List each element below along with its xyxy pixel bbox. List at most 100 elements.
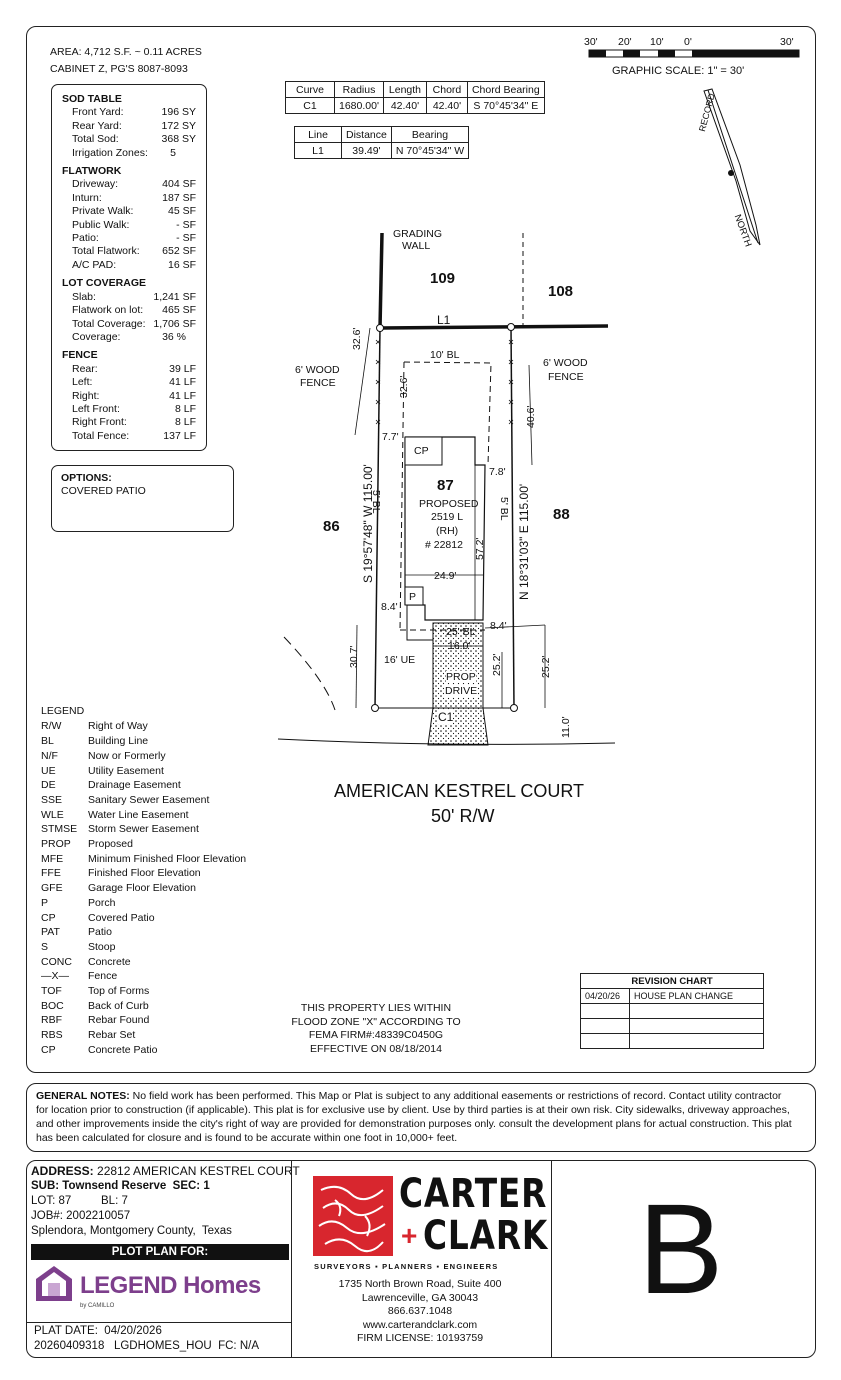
company-contact: 1735 North Brown Road, Suite 400 Lawrenc… <box>300 1278 540 1346</box>
sod-section-title: SOD TABLE <box>62 93 122 105</box>
sod-row-label: Total Fence: <box>72 429 130 442</box>
dim-57-2: 57.2' <box>474 537 486 560</box>
bl-5-right-label: 5' BL <box>498 497 510 521</box>
sod-row-value: - SF <box>176 218 196 231</box>
legend-abbrev: FFE <box>41 867 61 880</box>
revision-desc: HOUSE PLAN CHANGE <box>629 988 764 1004</box>
general-notes-label: GENERAL NOTES: <box>36 1090 130 1102</box>
sod-row-value: 196 SY <box>161 106 196 119</box>
sod-row-label: Slab: <box>72 290 96 303</box>
legend-abbrev: TOF <box>41 985 62 998</box>
sod-section-title: FLATWORK <box>62 165 122 178</box>
lot-108-label: 108 <box>548 283 574 300</box>
address-value: 22812 AMERICAN KESTREL COURT <box>97 1164 300 1178</box>
legend-abbrev: WLE <box>41 808 64 821</box>
sod-row-value: 1,706 SF <box>153 317 196 330</box>
curve-cell: 42.40' <box>382 97 427 114</box>
legend-abbrev: RBF <box>41 1014 62 1027</box>
sod-row-value: 41 LF <box>169 389 196 402</box>
sod-row-value: 8 LF <box>174 402 196 415</box>
l1-label: L1 <box>437 313 451 327</box>
sod-row-value: 16 SF <box>167 258 196 271</box>
address-line: ADDRESS: 22812 AMERICAN KESTREL COURT <box>31 1164 300 1178</box>
sod-row-value: - SF <box>176 232 196 245</box>
scale-label: GRAPHIC SCALE: 1" = 30' <box>612 65 745 77</box>
sod-row-label: Total Coverage: <box>72 317 146 330</box>
legend-abbrev: BL <box>41 735 54 748</box>
options-box: OPTIONS: COVERED PATIO <box>51 465 234 532</box>
legend-desc: Concrete <box>88 955 131 968</box>
proposed-label-1: PROPOSED <box>419 498 479 510</box>
fence-left-label-2: FENCE <box>300 377 336 389</box>
sod-row: Flatwork on lot:465 SF <box>62 304 196 317</box>
sod-row: Right: 41 LF <box>62 390 196 403</box>
dim-25-2-b: 25.2' <box>540 655 552 678</box>
sod-row-value: 172 SY <box>161 119 196 132</box>
subdivision: SUB: Townsend Reserve SEC: 1 <box>31 1180 210 1192</box>
legend-abbrev: MFE <box>41 852 64 865</box>
sod-row-value: 1,241 SF <box>153 290 196 303</box>
graphic-scale: 30' 20' 10' 0' 30' GRAPHIC SCALE: 1" = 3… <box>584 36 803 77</box>
sod-row-value: 5 <box>170 146 176 159</box>
legend-desc: Minimum Finished Floor Elevation <box>88 852 247 865</box>
company-address-2: Lawrenceville, GA 30043 <box>361 1291 479 1304</box>
curve-header: Curve <box>285 81 335 98</box>
title-divider-h <box>27 1322 291 1323</box>
curve-cell: C1 <box>285 97 335 114</box>
legend-desc: Now or Formerly <box>88 749 166 762</box>
dim-8-4-a: 8.4' <box>381 601 398 613</box>
sod-row-label: Coverage: <box>72 330 121 343</box>
revision-date <box>580 1003 630 1019</box>
options-item: COVERED PATIO <box>61 485 146 498</box>
legend-abbrev: BOC <box>41 999 64 1012</box>
proposed-label-4: # 22812 <box>425 539 463 551</box>
scale-tick-label: 10' <box>650 36 664 48</box>
sod-row: Total Sod:368 SY <box>62 133 196 146</box>
sod-row-value: 137 LF <box>163 429 196 442</box>
revision-date <box>580 1018 630 1034</box>
sod-row-label: Driveway: <box>72 178 119 191</box>
line-cell: L1 <box>294 142 342 159</box>
dim-24-9: 24.9' <box>434 570 457 582</box>
revision-date <box>580 1033 630 1049</box>
fence-right-label-2: FENCE <box>548 371 584 383</box>
sod-row-label: Rear: <box>72 362 98 375</box>
company-license: FIRM LICENSE: 10193759 <box>356 1332 484 1345</box>
cp-label: CP <box>414 445 429 457</box>
job-number: JOB#: 2002210057 <box>31 1210 131 1222</box>
legend-desc: Utility Easement <box>88 764 164 777</box>
legend-desc: Rebar Set <box>88 1029 136 1042</box>
sod-row-label: Right: <box>72 389 100 402</box>
carter-clark-logo-icon <box>313 1176 393 1256</box>
sod-row-value: 404 SF <box>162 178 196 191</box>
sod-row-label: Patio: <box>72 232 99 245</box>
line-header: Line <box>294 126 342 143</box>
dim-32-6-a: 32.6' <box>351 327 363 350</box>
lot-number: LOT: 87 <box>31 1195 72 1207</box>
curve-header: Chord Bearing <box>466 81 545 98</box>
porch-label: P <box>409 591 417 603</box>
sod-row: Slab: 1,241 SF <box>62 291 196 304</box>
legend-desc: Back of Curb <box>88 999 149 1012</box>
sod-row-value: 368 SY <box>161 133 196 146</box>
north-arrow-icon <box>703 88 761 246</box>
sod-row-value: 39 LF <box>169 362 196 375</box>
sod-row: Total Coverage: 1,706 SF <box>62 318 196 331</box>
curve-cell: 42.40' <box>425 97 468 114</box>
legend-abbrev: R/W <box>41 720 62 733</box>
sod-row: Rear Yard:172 SY <box>62 120 196 133</box>
legend-abbrev: STMSE <box>41 823 78 836</box>
general-notes-text: No field work has been performed. This M… <box>36 1090 792 1144</box>
sod-table-box: SOD TABLE Front Yard:196 SY Rear Yard:17… <box>51 84 207 451</box>
